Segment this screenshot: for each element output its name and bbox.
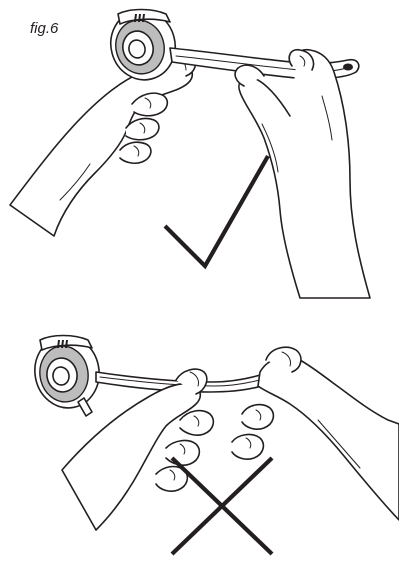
- checkmark-icon: [165, 156, 268, 266]
- cross-icon: [172, 458, 272, 554]
- right-hand-2: [232, 347, 399, 520]
- left-hand-1: [10, 53, 195, 236]
- panel-incorrect: [29, 331, 399, 554]
- panel-correct: [10, 3, 370, 298]
- right-hand-1: [235, 50, 370, 298]
